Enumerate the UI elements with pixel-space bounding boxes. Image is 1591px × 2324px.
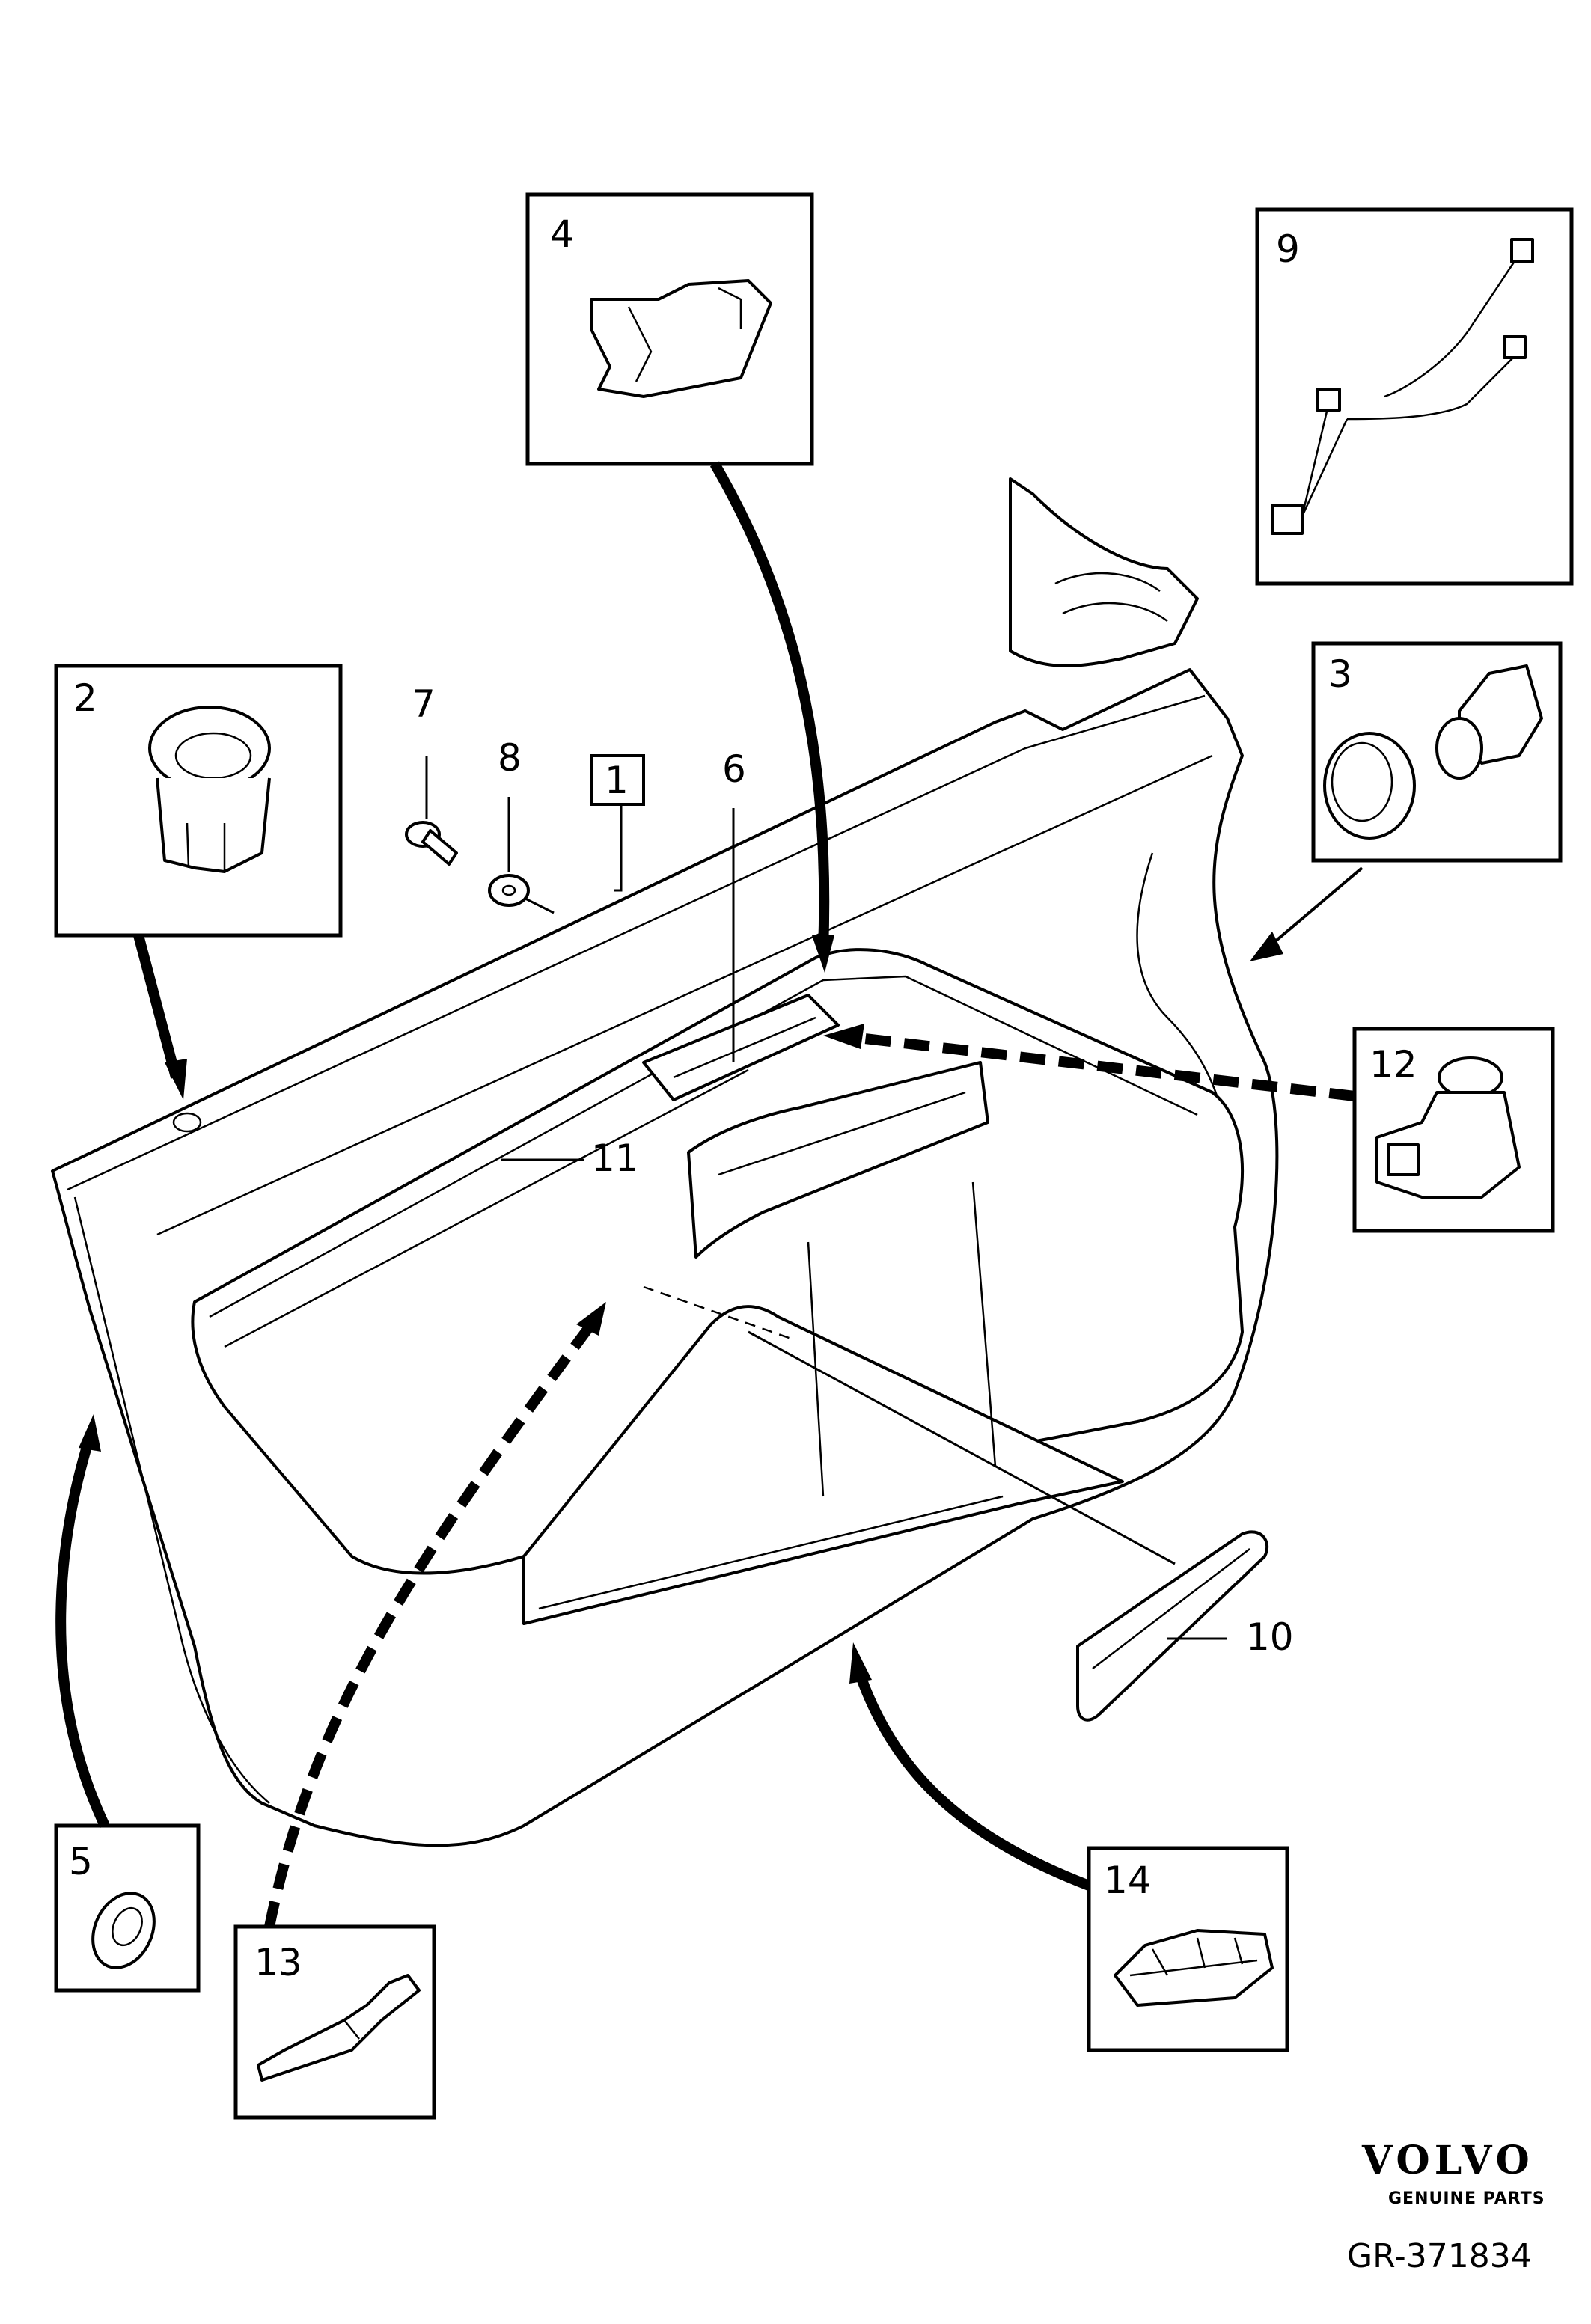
brand-tagline: GENUINE PARTS — [1388, 2189, 1545, 2208]
callout-box-3 — [1311, 641, 1563, 863]
push-clip-part — [1323, 664, 1543, 840]
callout-label-3: 3 — [1328, 652, 1352, 696]
callout-label-11: 11 — [591, 1137, 639, 1180]
brand-block: VOLVO GENUINE PARTS GR-371834 — [1347, 2138, 1545, 2275]
callout-box-4 — [525, 192, 814, 466]
washer-part — [488, 874, 530, 907]
plug-cap-part — [148, 706, 271, 873]
callout-box-5 — [54, 1823, 201, 1993]
callout-label-8: 8 — [498, 736, 522, 780]
callout-label-10: 10 — [1246, 1615, 1294, 1659]
callout-box-14 — [1087, 1846, 1289, 2052]
callout-label-13: 13 — [254, 1941, 302, 1984]
screw-part — [405, 821, 458, 866]
callout-box-1 — [590, 754, 645, 806]
terminal-part — [257, 1974, 421, 2082]
callout-box-13 — [233, 1924, 436, 2120]
callout-box-2 — [54, 664, 343, 938]
grommet-part — [91, 1892, 156, 1969]
callout-label-9: 9 — [1276, 227, 1300, 271]
callout-box-12 — [1352, 1027, 1555, 1233]
callout-label-14: 14 — [1104, 1859, 1152, 1902]
reference-code: GR-371834 — [1347, 2237, 1532, 2275]
clip-retainer-part — [590, 279, 772, 398]
brand-logo: VOLVO — [1361, 2138, 1534, 2183]
callout-label-5: 5 — [69, 1840, 93, 1883]
callout-labels: 1 2 3 4 5 6 7 8 9 10 11 12 13 14 — [69, 212, 1417, 1984]
callout-label-2: 2 — [73, 676, 97, 720]
door-panel — [51, 668, 1279, 1847]
callout-label-4: 4 — [550, 212, 574, 256]
callout-label-12: 12 — [1369, 1043, 1417, 1086]
cover-strip-part — [1076, 1530, 1269, 1722]
wiring-harness-part — [1271, 238, 1534, 535]
callout-label-7: 7 — [412, 682, 436, 726]
callout-label-1: 1 — [605, 759, 629, 802]
mirror-triangle-trim — [1009, 477, 1199, 667]
leader-arrows — [55, 461, 1364, 1928]
callout-label-6: 6 — [722, 747, 746, 791]
callout-box-9 — [1255, 207, 1574, 586]
courtesy-light-part — [1114, 1929, 1274, 2007]
switch-part — [1375, 1056, 1521, 1199]
